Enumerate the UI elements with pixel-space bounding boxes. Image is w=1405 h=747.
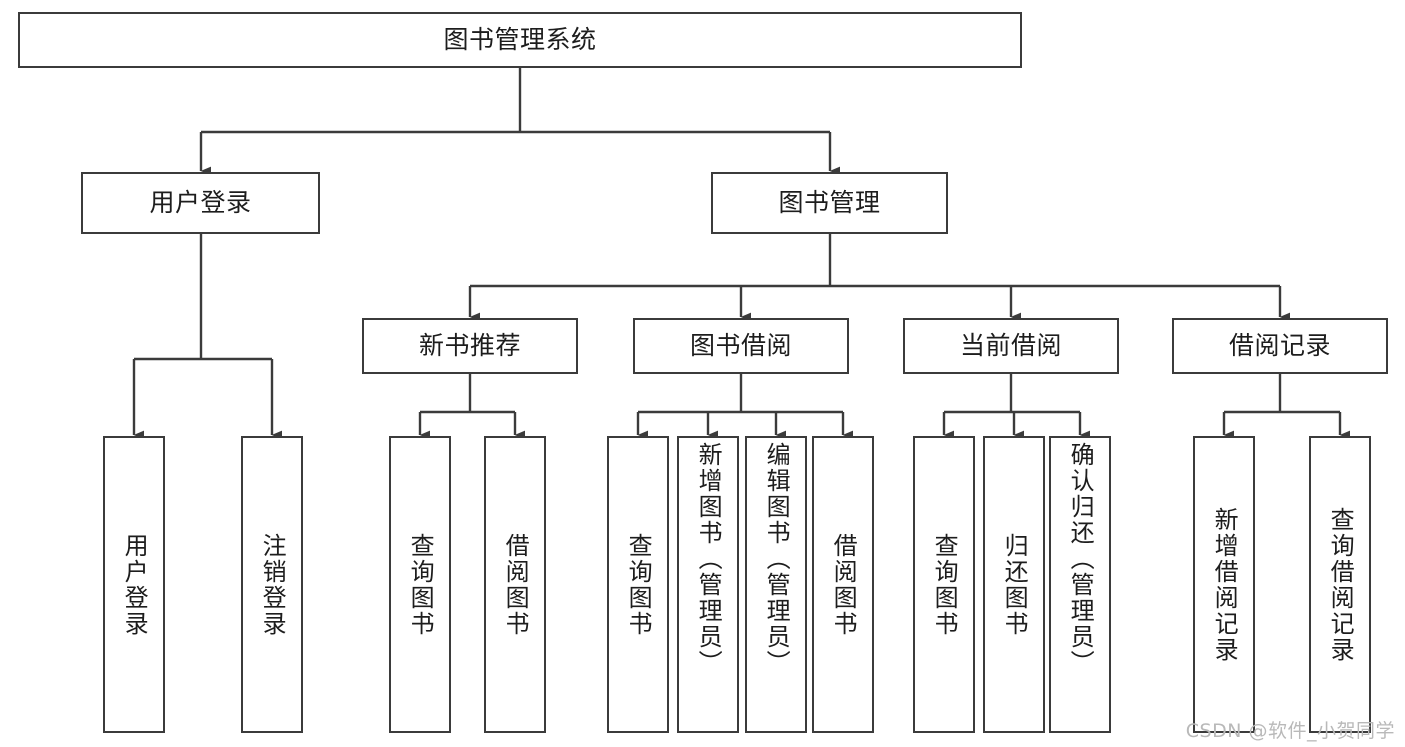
node-borrow-record-label: 借阅记录 bbox=[1228, 330, 1331, 360]
node-leaf-add-book[interactable]: 新增图书（管理员） bbox=[677, 436, 739, 733]
node-leaf-return-book-label: 归还图书 bbox=[1000, 532, 1029, 637]
node-current-borrow-label: 当前借阅 bbox=[959, 330, 1062, 360]
node-leaf-user-login-label: 用户登录 bbox=[120, 532, 149, 637]
node-leaf-borrow-book-rec-label: 借阅图书 bbox=[501, 532, 530, 637]
node-leaf-confirm-return[interactable]: 确认归还（管理员） bbox=[1049, 436, 1111, 733]
node-new-book-rec[interactable]: 新书推荐 bbox=[362, 318, 578, 374]
node-leaf-query-record-label: 查询借阅记录 bbox=[1326, 506, 1355, 663]
node-book-manage-label: 图书管理 bbox=[778, 187, 881, 217]
node-root[interactable]: 图书管理系统 bbox=[18, 12, 1022, 68]
node-leaf-edit-book[interactable]: 编辑图书（管理员） bbox=[745, 436, 807, 733]
node-user-login-label: 用户登录 bbox=[149, 187, 252, 217]
node-book-borrow[interactable]: 图书借阅 bbox=[633, 318, 849, 374]
node-leaf-add-book-label: 新增图书（管理员） bbox=[694, 442, 723, 676]
node-book-manage[interactable]: 图书管理 bbox=[711, 172, 948, 234]
node-leaf-add-record-label: 新增借阅记录 bbox=[1210, 506, 1239, 663]
node-leaf-confirm-return-label: 确认归还（管理员） bbox=[1066, 442, 1095, 676]
node-user-login[interactable]: 用户登录 bbox=[81, 172, 320, 234]
node-leaf-borrow-book-rec[interactable]: 借阅图书 bbox=[484, 436, 546, 733]
node-leaf-logout-label: 注销登录 bbox=[258, 532, 287, 637]
node-leaf-query-book-borrow[interactable]: 查询图书 bbox=[607, 436, 669, 733]
node-new-book-rec-label: 新书推荐 bbox=[418, 330, 521, 360]
node-leaf-query-book-borrow-label: 查询图书 bbox=[624, 532, 653, 637]
node-leaf-query-book-rec-label: 查询图书 bbox=[406, 532, 435, 637]
node-leaf-query-book-rec[interactable]: 查询图书 bbox=[389, 436, 451, 733]
watermark: CSDN @软件_小贺同学 bbox=[1185, 720, 1395, 742]
node-root-label: 图书管理系统 bbox=[443, 24, 597, 54]
node-leaf-borrow-book[interactable]: 借阅图书 bbox=[812, 436, 874, 733]
node-book-borrow-label: 图书借阅 bbox=[689, 330, 792, 360]
node-leaf-query-book-cur-label: 查询图书 bbox=[930, 532, 959, 637]
node-leaf-query-record[interactable]: 查询借阅记录 bbox=[1309, 436, 1371, 733]
node-leaf-query-book-cur[interactable]: 查询图书 bbox=[913, 436, 975, 733]
node-leaf-user-login[interactable]: 用户登录 bbox=[103, 436, 165, 733]
node-leaf-logout[interactable]: 注销登录 bbox=[241, 436, 303, 733]
node-leaf-add-record[interactable]: 新增借阅记录 bbox=[1193, 436, 1255, 733]
node-current-borrow[interactable]: 当前借阅 bbox=[903, 318, 1119, 374]
node-leaf-borrow-book-label: 借阅图书 bbox=[829, 532, 858, 637]
node-leaf-return-book[interactable]: 归还图书 bbox=[983, 436, 1045, 733]
node-leaf-edit-book-label: 编辑图书（管理员） bbox=[762, 442, 791, 676]
node-borrow-record[interactable]: 借阅记录 bbox=[1172, 318, 1388, 374]
